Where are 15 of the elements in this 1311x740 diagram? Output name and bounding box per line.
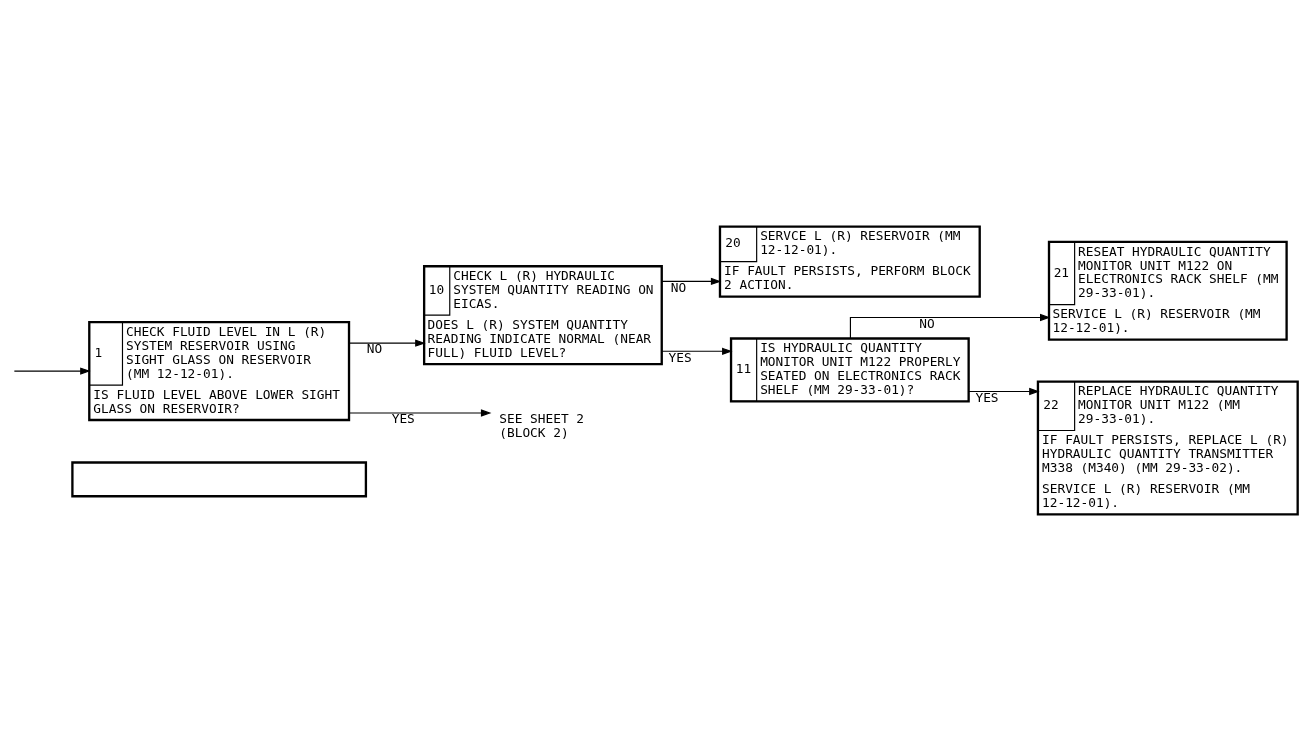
edge-label: YES [668,349,692,365]
arrow [661,277,722,285]
arrow [661,347,733,355]
arrow [348,338,426,347]
arrow [348,408,492,417]
node-box [71,460,368,497]
node-text: SEE SHEET 2 (BLOCK 2) [499,410,585,440]
edge-label: NO [366,340,383,356]
edge-label: YES [391,410,415,426]
edge-label: NO [919,315,935,331]
edge-label: YES [975,389,999,405]
arrow [968,387,1040,395]
arrow [13,366,91,375]
arrow [849,313,1051,339]
edge-label: NO [670,279,687,295]
